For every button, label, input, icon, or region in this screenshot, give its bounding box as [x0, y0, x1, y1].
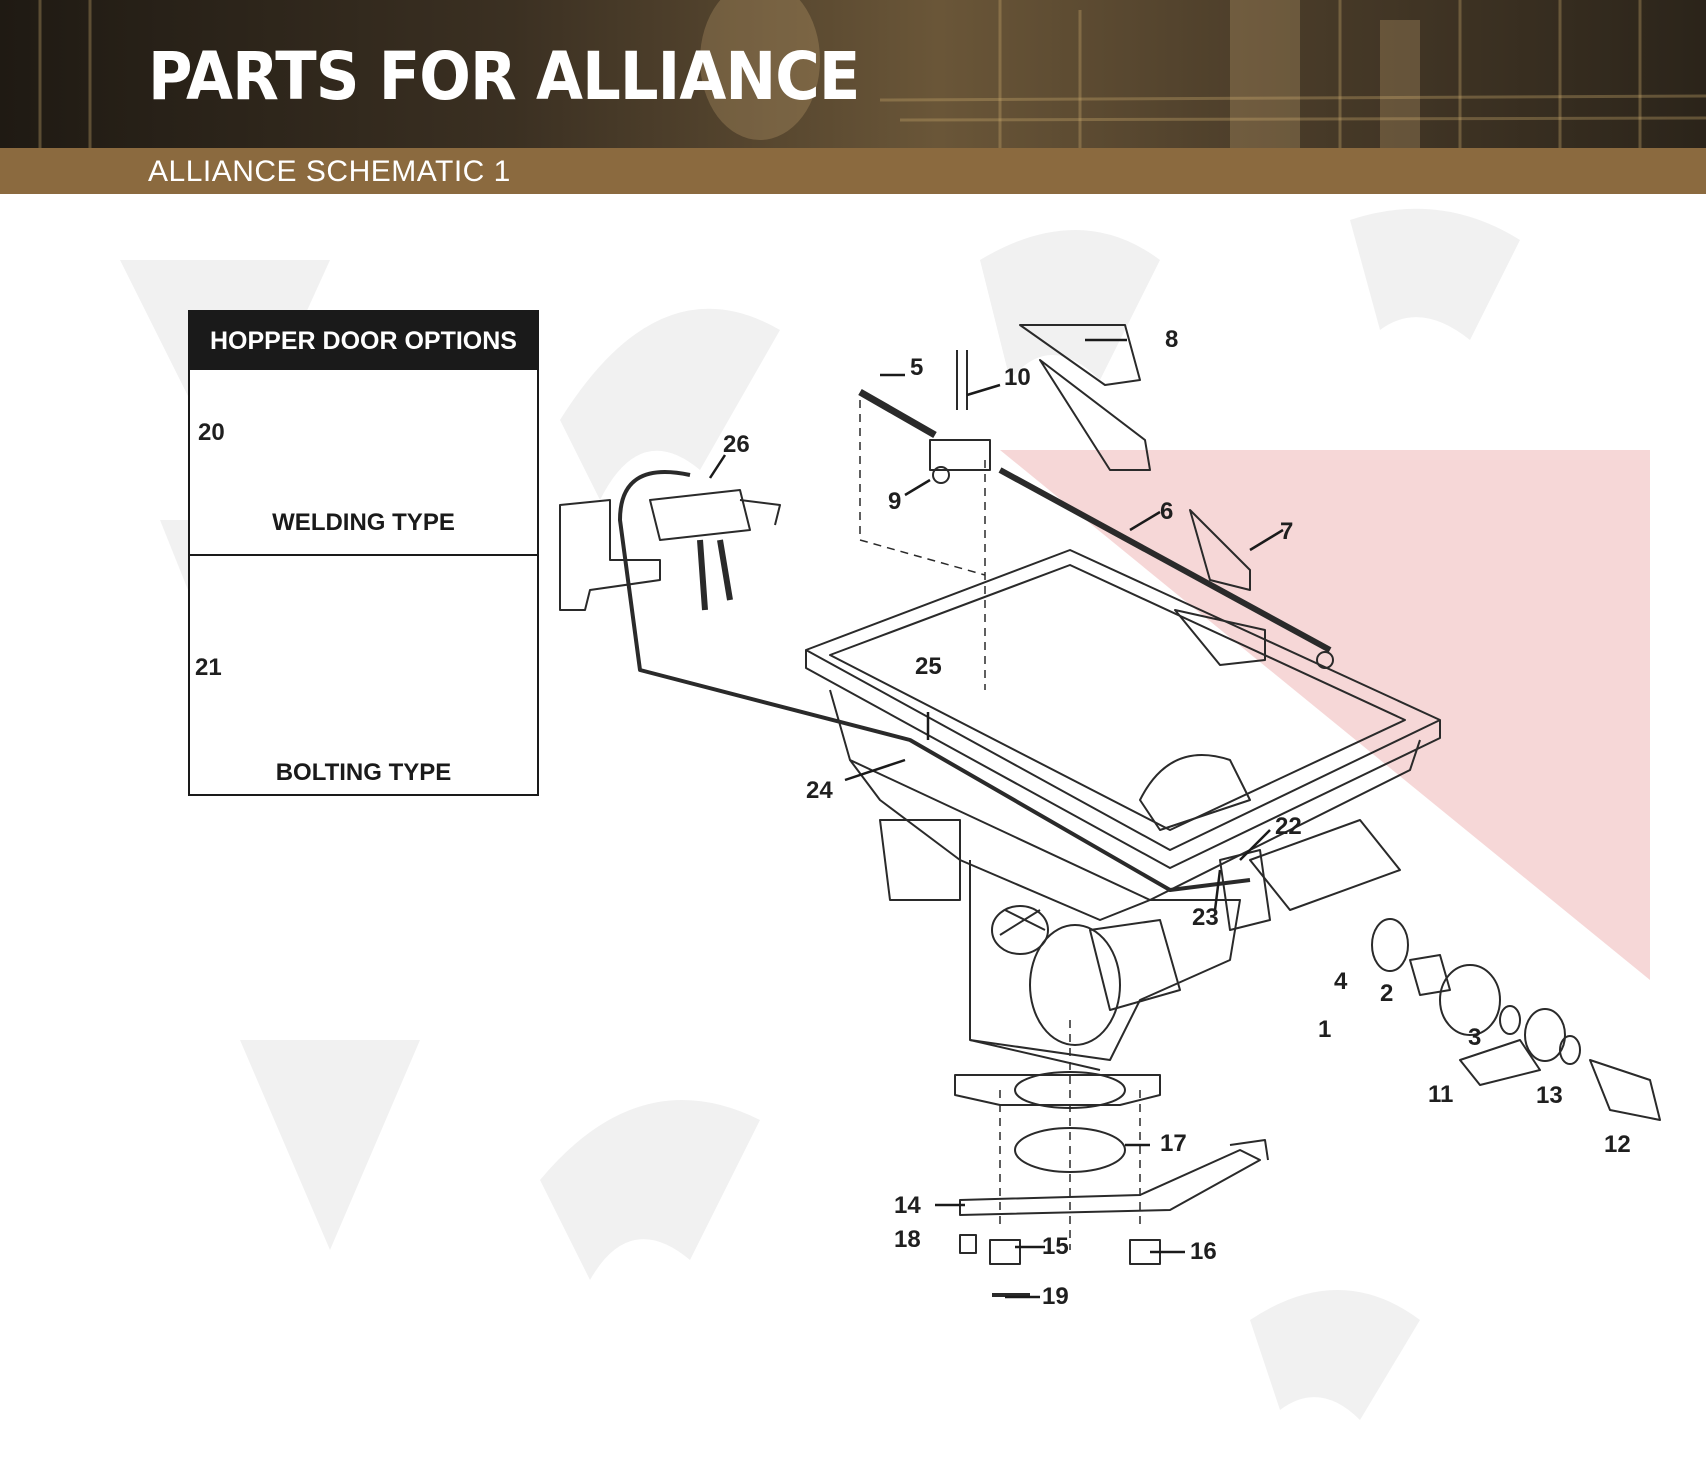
callout-25: 25	[915, 653, 942, 680]
callout-3: 3	[1468, 1024, 1482, 1051]
hopper-door-options-heading: HOPPER DOOR OPTIONS	[190, 312, 537, 370]
page-subtitle: ALLIANCE SCHEMATIC 1	[148, 155, 511, 188]
callout-14: 14	[894, 1192, 921, 1219]
hopper-door-options-panel: HOPPER DOOR OPTIONS WELDING TYPE BOLTING…	[188, 310, 539, 796]
callout-1: 1	[1318, 1016, 1332, 1043]
callout-18: 18	[894, 1226, 921, 1253]
subtitle-bar	[0, 148, 1706, 194]
callout-24: 24	[806, 777, 833, 804]
callout-2: 2	[1380, 980, 1394, 1007]
callout-20: 20	[198, 419, 225, 446]
header-banner	[0, 0, 1706, 148]
callout-11: 11	[1428, 1081, 1454, 1108]
callout-10: 10	[1004, 364, 1031, 391]
callout-21: 21	[195, 654, 222, 681]
construction-photo-texture	[38, 0, 1706, 148]
callout-12: 12	[1604, 1131, 1631, 1158]
callout-9: 9	[888, 488, 902, 515]
callout-23: 23	[1192, 904, 1219, 931]
callout-22: 22	[1275, 813, 1302, 840]
callout-6: 6	[1160, 498, 1174, 525]
page-title: PARTS FOR ALLIANCE	[148, 38, 860, 115]
callout-19: 19	[1042, 1283, 1069, 1310]
callout-7: 7	[1280, 518, 1294, 545]
callout-8: 8	[1165, 326, 1179, 353]
callout-17: 17	[1160, 1130, 1187, 1157]
callout-13: 13	[1536, 1082, 1563, 1109]
red-chevron-watermark	[1000, 450, 1650, 980]
callout-4: 4	[1334, 968, 1348, 995]
callout-26: 26	[723, 431, 750, 458]
options-divider	[190, 554, 537, 556]
callout-5: 5	[910, 354, 924, 381]
callout-16: 16	[1190, 1238, 1217, 1265]
bolting-type-label: BOLTING TYPE	[275, 759, 452, 786]
callout-15: 15	[1042, 1233, 1069, 1260]
welding-type-label: WELDING TYPE	[272, 509, 455, 536]
